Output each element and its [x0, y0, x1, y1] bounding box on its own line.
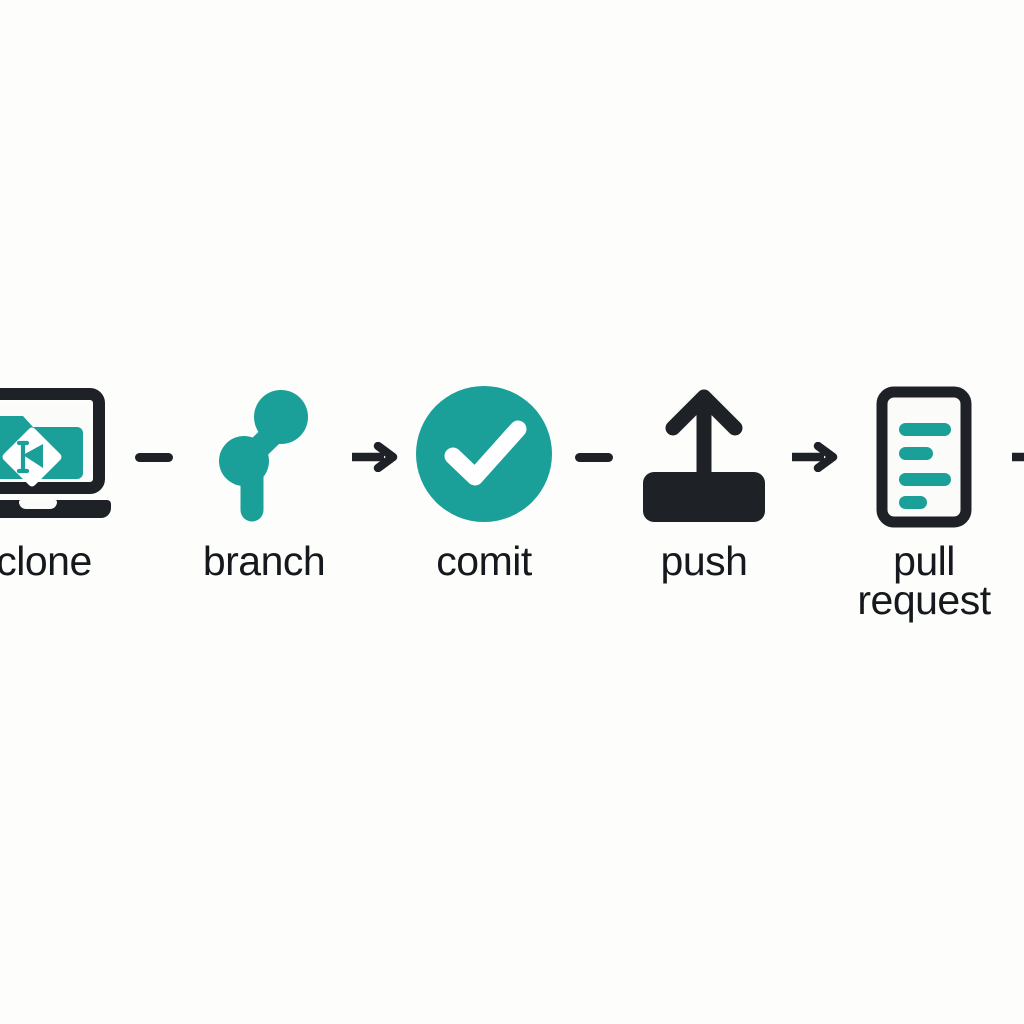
push-icon-container: [620, 382, 788, 532]
step-commit[interactable]: comit: [400, 382, 568, 584]
arrow-right-icon: [1012, 452, 1024, 462]
step-label-branch: branch: [202, 538, 326, 584]
branch-graph-icon: [219, 390, 308, 522]
upload-arrow-icon: [643, 389, 765, 522]
branch-icon-container: [180, 382, 348, 532]
step-label-pull-request: pull request: [857, 538, 991, 624]
step-label-commit: comit: [436, 538, 532, 584]
commit-icon-container: [400, 382, 568, 532]
connector-push-to-pull-request: [788, 382, 840, 532]
check-circle-icon: [416, 386, 552, 522]
connector-branch-to-commit: [348, 382, 400, 532]
step-label-push: push: [660, 538, 748, 584]
connector-commit-to-push: [568, 382, 620, 532]
arrow-right-icon: [352, 442, 398, 472]
laptop-folder-icon: [0, 388, 111, 518]
clone-icon-container: [0, 382, 128, 532]
git-workflow-flow: clone branc: [0, 382, 1024, 652]
connector-clone-to-branch: [128, 382, 180, 532]
step-branch[interactable]: branch: [180, 382, 348, 584]
dash-icon: [575, 453, 613, 462]
step-clone[interactable]: clone: [0, 382, 128, 584]
step-label-clone: clone: [0, 538, 92, 584]
arrow-right-icon: [792, 442, 838, 472]
pull-request-icon-container: [840, 382, 1008, 532]
dash-icon: [135, 453, 173, 462]
connector-pull-request-to-merge: [1008, 382, 1024, 532]
document-lines-icon: [876, 386, 972, 528]
step-push[interactable]: push: [620, 382, 788, 584]
step-pull-request[interactable]: pull request: [840, 382, 1008, 621]
